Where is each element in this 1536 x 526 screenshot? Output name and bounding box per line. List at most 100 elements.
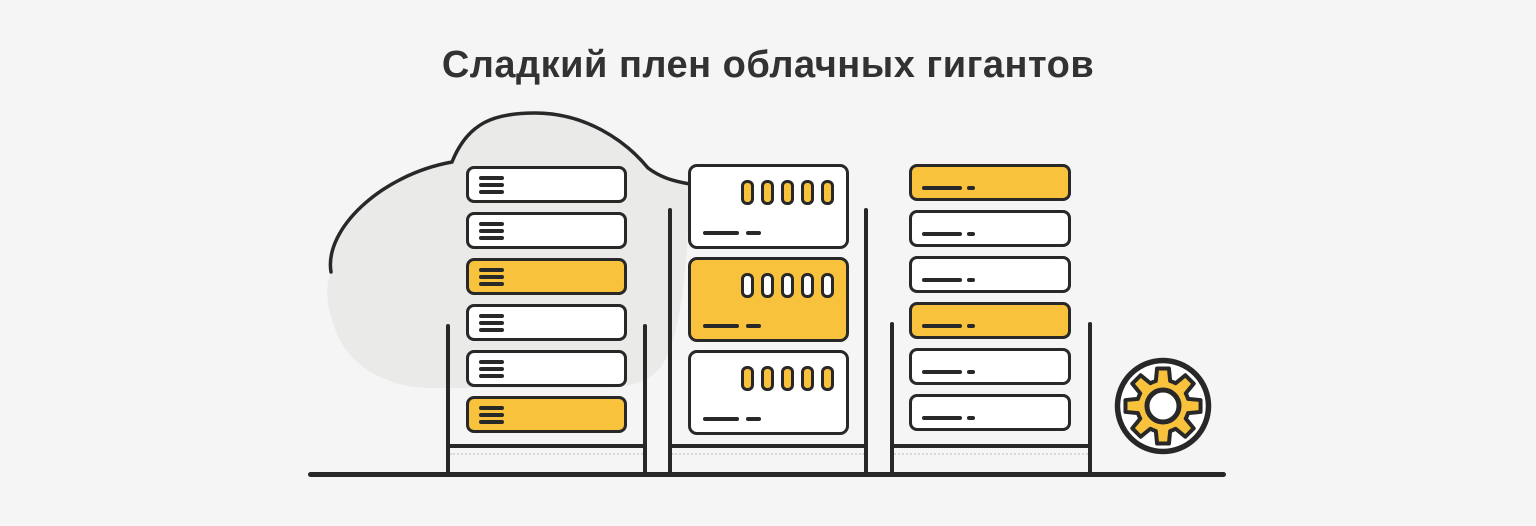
gear-icon xyxy=(1114,357,1212,455)
server-unit xyxy=(466,350,627,387)
vent-slot-icon xyxy=(801,366,814,391)
vent-slot-icon xyxy=(781,180,794,205)
vent-slots-icon xyxy=(741,273,834,298)
menu-lines-icon xyxy=(479,221,504,240)
label-dash xyxy=(967,185,975,190)
vent-slots-icon xyxy=(741,366,834,391)
server-rack-left xyxy=(466,166,627,433)
label-lines xyxy=(922,323,975,328)
vent-slot-icon xyxy=(821,366,834,391)
menu-line xyxy=(479,221,504,226)
label-dash xyxy=(703,231,739,235)
label-lines xyxy=(922,415,975,420)
label-dash xyxy=(922,415,962,420)
rack-base-shadow xyxy=(672,453,864,455)
menu-line xyxy=(479,189,504,194)
menu-lines-icon xyxy=(479,313,504,332)
menu-line xyxy=(479,175,504,180)
vent-slot-icon xyxy=(741,366,754,391)
label-dash xyxy=(967,369,975,374)
label-dash xyxy=(922,369,962,374)
label-dash xyxy=(746,417,761,421)
label-dash xyxy=(922,185,962,190)
server-unit xyxy=(466,166,627,203)
label-dash xyxy=(922,323,962,328)
menu-lines-icon xyxy=(479,175,504,194)
label-dash xyxy=(746,231,761,235)
vent-slot-icon xyxy=(741,273,754,298)
server-unit xyxy=(909,210,1071,247)
server-unit-highlighted xyxy=(688,257,849,342)
rack-rail xyxy=(864,208,868,474)
menu-line xyxy=(479,267,504,272)
label-dash xyxy=(967,323,975,328)
label-dash xyxy=(746,324,761,328)
label-dash xyxy=(922,231,962,236)
menu-line xyxy=(479,359,504,364)
menu-line xyxy=(479,235,504,240)
menu-line xyxy=(479,327,504,332)
server-unit xyxy=(909,394,1071,431)
vent-slot-icon xyxy=(761,273,774,298)
menu-line xyxy=(479,419,504,424)
ground-line xyxy=(308,472,1226,477)
label-lines xyxy=(703,231,761,235)
menu-lines-icon xyxy=(479,359,504,378)
server-unit xyxy=(909,256,1071,293)
server-rack-middle xyxy=(688,164,849,435)
menu-line xyxy=(479,182,504,187)
vent-slot-icon xyxy=(781,273,794,298)
vent-slots-icon xyxy=(741,180,834,205)
server-unit xyxy=(466,212,627,249)
menu-line xyxy=(479,228,504,233)
menu-line xyxy=(479,320,504,325)
label-dash xyxy=(967,415,975,420)
server-unit xyxy=(909,348,1071,385)
menu-lines-icon xyxy=(479,405,504,424)
server-unit xyxy=(688,164,849,249)
server-unit-highlighted xyxy=(909,164,1071,201)
vent-slot-icon xyxy=(821,180,834,205)
label-lines xyxy=(922,277,975,282)
label-lines xyxy=(922,185,975,190)
rack-rail xyxy=(446,324,450,474)
server-unit-highlighted xyxy=(466,396,627,433)
label-dash xyxy=(922,277,962,282)
vent-slot-icon xyxy=(741,180,754,205)
vent-slot-icon xyxy=(801,273,814,298)
rack-base xyxy=(446,444,647,448)
vent-slot-icon xyxy=(761,366,774,391)
rack-base xyxy=(668,444,868,448)
label-dash xyxy=(967,231,975,236)
menu-line xyxy=(479,274,504,279)
rack-rail xyxy=(1088,322,1092,474)
label-dash xyxy=(703,324,739,328)
label-lines xyxy=(922,369,975,374)
rack-rail xyxy=(668,208,672,474)
vent-slot-icon xyxy=(801,180,814,205)
label-dash xyxy=(967,277,975,282)
server-unit xyxy=(688,350,849,435)
label-lines xyxy=(922,231,975,236)
rack-base-shadow xyxy=(894,453,1088,455)
vent-slot-icon xyxy=(761,180,774,205)
menu-line xyxy=(479,313,504,318)
server-unit xyxy=(466,304,627,341)
page-title: Сладкий плен облачных гигантов xyxy=(441,44,1095,86)
rack-rail xyxy=(890,322,894,474)
server-rack-right xyxy=(909,164,1071,431)
menu-line xyxy=(479,405,504,410)
label-lines xyxy=(703,324,761,328)
vent-slot-icon xyxy=(821,273,834,298)
menu-line xyxy=(479,366,504,371)
server-unit-highlighted xyxy=(466,258,627,295)
server-unit-highlighted xyxy=(909,302,1071,339)
vent-slot-icon xyxy=(781,366,794,391)
menu-lines-icon xyxy=(479,267,504,286)
menu-line xyxy=(479,281,504,286)
menu-line xyxy=(479,373,504,378)
menu-line xyxy=(479,412,504,417)
label-dash xyxy=(703,417,739,421)
gear-hub xyxy=(1144,387,1182,425)
